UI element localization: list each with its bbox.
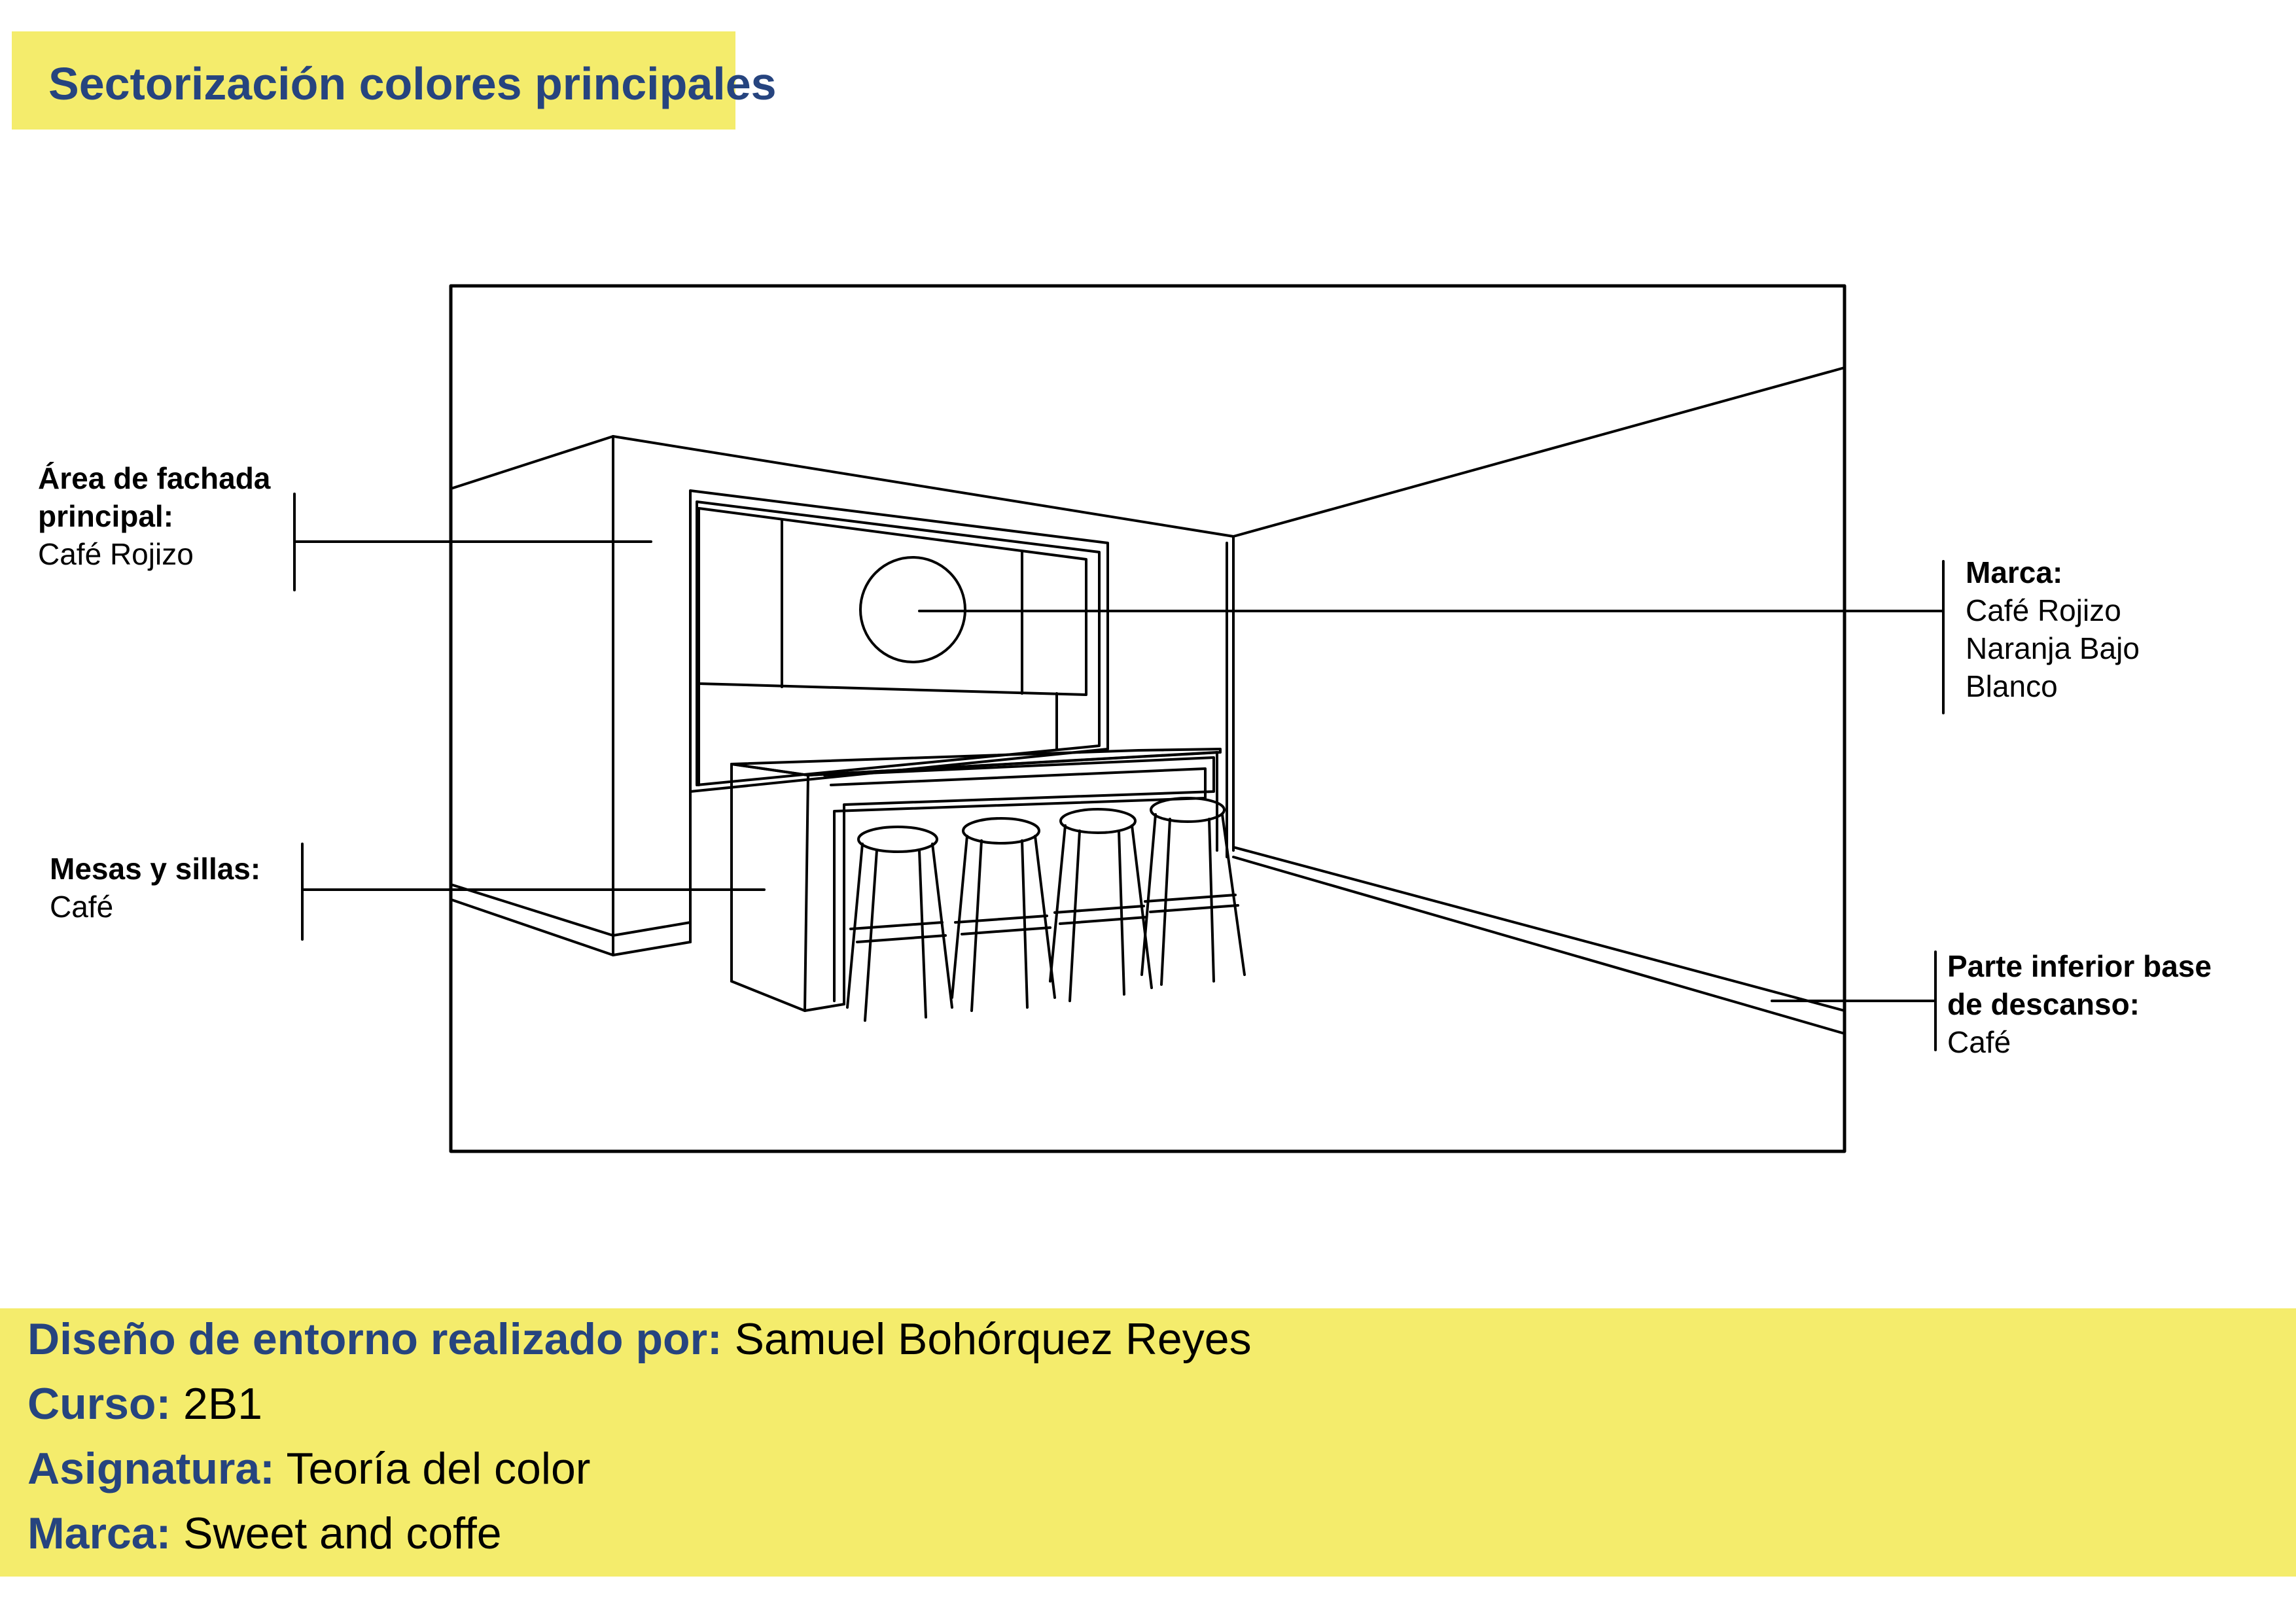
title-banner: Sectorización colores principales (12, 31, 777, 130)
designer-value: Samuel Bohórquez Reyes (722, 1314, 1252, 1364)
course-key: Curso: (27, 1379, 171, 1429)
brand-key: Marca: (27, 1509, 171, 1558)
base-heading-1: Parte inferior base (1947, 949, 2212, 983)
furniture-annotation: Mesas y sillas: Café (50, 850, 260, 926)
course-row: Curso: 2B1 (27, 1378, 262, 1429)
brand-color-3: Blanco (1966, 669, 2058, 703)
base-color: Café (1947, 1025, 2011, 1059)
designer-key: Diseño de entorno realizado por: (27, 1314, 722, 1364)
upper-cabinet (698, 507, 1087, 786)
subject-key: Asignatura: (27, 1444, 275, 1493)
brand-color-1: Café Rojizo (1966, 593, 2121, 627)
page-title: Sectorización colores principales (48, 58, 777, 109)
brand-value: Sweet and coffe (171, 1509, 502, 1558)
subject-row: Asignatura: Teoría del color (27, 1443, 590, 1494)
brand-heading: Marca: (1966, 555, 2063, 589)
subject-value: Teoría del color (274, 1444, 591, 1493)
brand-color-2: Naranja Bajo (1966, 631, 2140, 665)
designer-row: Diseño de entorno realizado por: Samuel … (27, 1314, 1252, 1365)
facade-heading-2: principal: (38, 499, 174, 533)
course-value: 2B1 (171, 1379, 262, 1429)
furniture-heading: Mesas y sillas: (50, 852, 261, 886)
facade-heading-1: Área de fachada (38, 461, 271, 495)
furniture-color: Café (50, 890, 114, 924)
base-annotation: Parte inferior base de descanso: Café (1947, 947, 2212, 1061)
credits-banner: Diseño de entorno realizado por: Samuel … (0, 1308, 2296, 1577)
bar-counter (730, 748, 1222, 1012)
facade-annotation: Área de fachada principal: Café Rojizo (38, 459, 270, 573)
brand-row: Marca: Sweet and coffe (27, 1508, 502, 1559)
facade-block (450, 435, 1235, 956)
drawing-frame (449, 284, 1846, 1153)
right-wall (1226, 366, 1846, 1035)
brand-annotation: Marca: Café Rojizo Naranja Bajo Blanco (1966, 553, 2140, 705)
stools (846, 797, 1246, 1022)
leader-lines (293, 493, 1945, 1051)
facade-color: Café Rojizo (38, 537, 194, 571)
base-heading-2: de descanso: (1947, 987, 2140, 1021)
